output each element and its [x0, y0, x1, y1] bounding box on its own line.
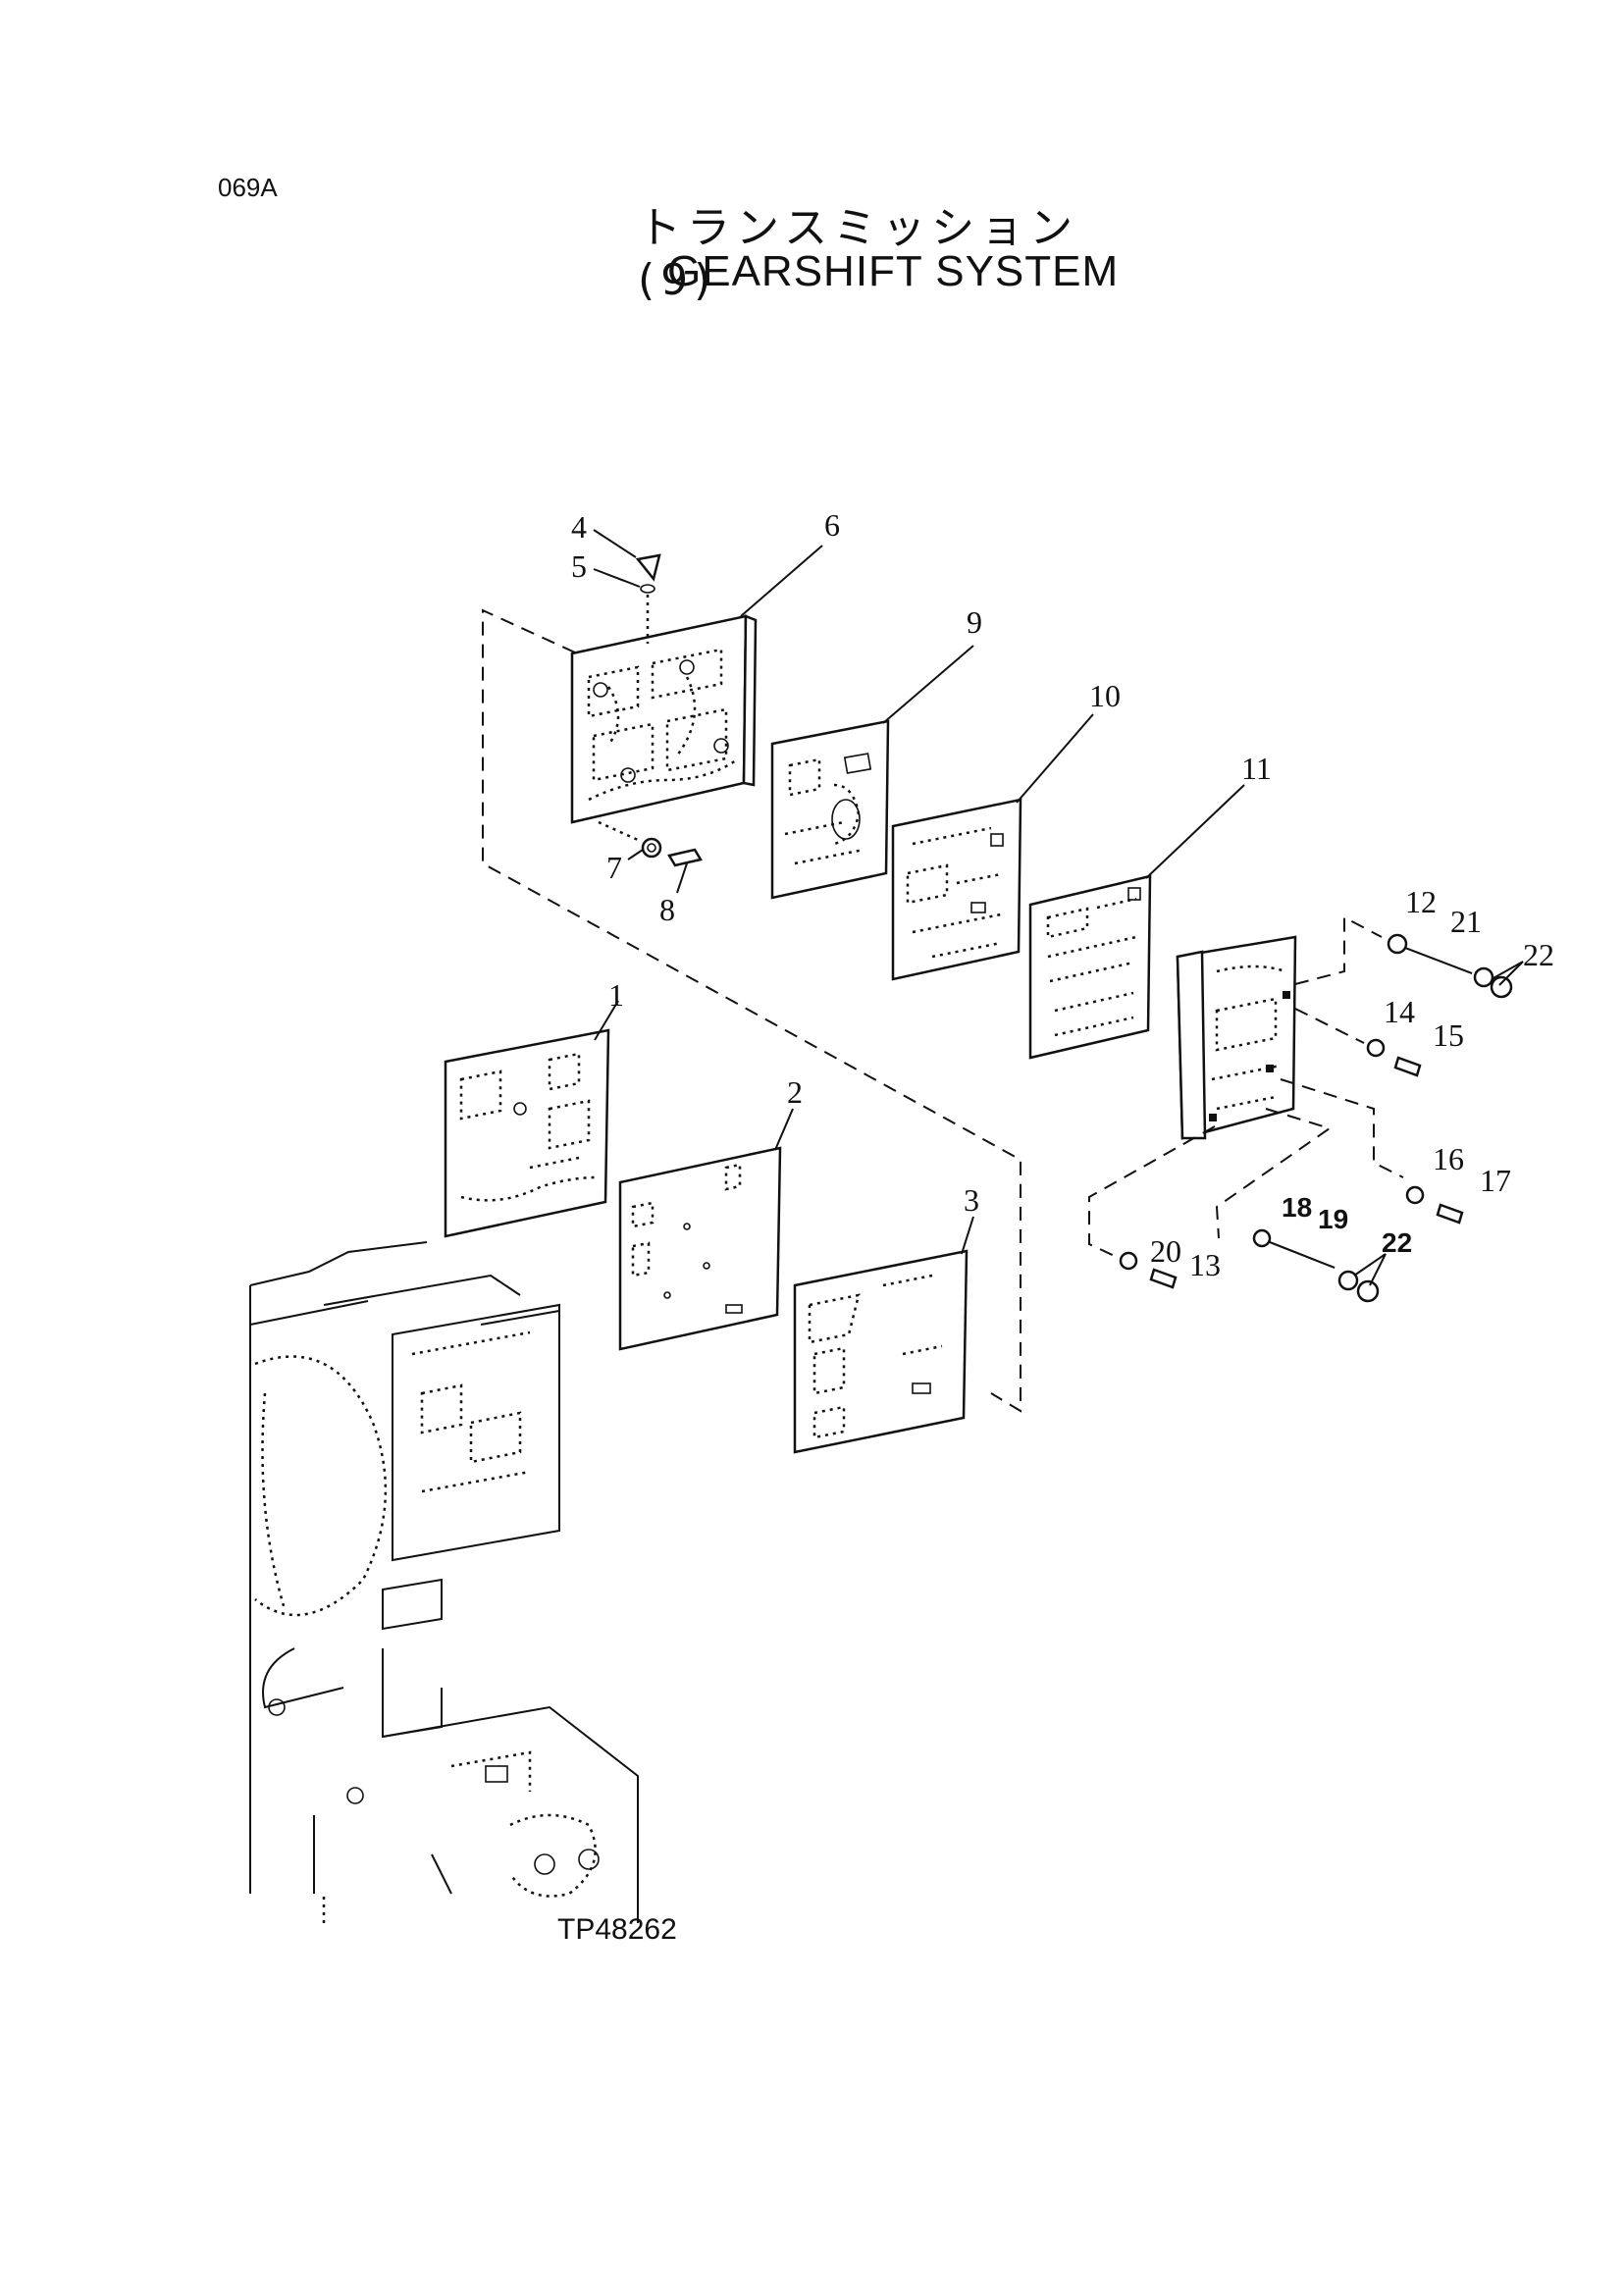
- leader-lines: [593, 529, 1524, 1286]
- callout-11: 11: [1241, 751, 1272, 786]
- callout-22b: 22: [1382, 1227, 1412, 1258]
- washer-part-22a: [1473, 966, 1494, 988]
- washer-part-18: [1252, 1228, 1272, 1248]
- callout-19: 19: [1318, 1204, 1348, 1234]
- callout-18: 18: [1282, 1192, 1312, 1223]
- callout-22a: 22: [1523, 937, 1554, 972]
- callout-3: 3: [964, 1182, 979, 1218]
- callout-21: 21: [1450, 904, 1482, 939]
- fasteners: [1119, 933, 1513, 1303]
- bolt-part-8: [667, 848, 703, 867]
- callout-7: 7: [606, 850, 622, 885]
- plate-part-11: [1028, 874, 1152, 1060]
- valve-body-part-6: [570, 553, 758, 867]
- callout-2: 2: [787, 1074, 803, 1110]
- title-english: GEARSHIFT SYSTEM: [667, 247, 1120, 295]
- callout-14: 14: [1384, 994, 1415, 1029]
- callout-4: 4: [571, 509, 587, 545]
- callout-16: 16: [1433, 1141, 1464, 1176]
- plate-part-3: [793, 1249, 969, 1454]
- callout-8: 8: [659, 892, 675, 927]
- washer-part-12: [1387, 933, 1408, 955]
- page-code: 069A: [218, 173, 278, 202]
- nut-part-22b: [1356, 1279, 1380, 1303]
- washer-part-20: [1119, 1251, 1138, 1271]
- callout-6: 6: [824, 507, 840, 543]
- plate-part-1: [444, 1028, 610, 1238]
- callout-12: 12: [1405, 884, 1437, 919]
- callout-1: 1: [608, 977, 624, 1013]
- plate-part-2: [618, 1146, 782, 1351]
- callout-10: 10: [1089, 678, 1121, 713]
- figure-code: TP48262: [557, 1913, 677, 1946]
- bolt-part-17: [1436, 1203, 1464, 1225]
- callout-9: 9: [967, 604, 982, 640]
- callout-15: 15: [1433, 1017, 1464, 1053]
- callout-17: 17: [1480, 1163, 1511, 1198]
- bolt-part-13: [1149, 1268, 1178, 1289]
- plate-part-9: [770, 719, 890, 900]
- callouts: 4 5 6 7 8 9 10 11 12 21 22 14 15 16 17 1…: [571, 507, 1554, 1282]
- washer-part-14: [1366, 1038, 1386, 1058]
- callout-20: 20: [1150, 1233, 1181, 1269]
- bolt-part-15: [1393, 1056, 1422, 1077]
- transmission-housing: [249, 1241, 639, 1923]
- title-japanese: トランスミッション (9): [638, 203, 1079, 305]
- callout-13: 13: [1189, 1247, 1221, 1282]
- o-ring-part-5: [640, 584, 655, 594]
- plug-part-4: [635, 553, 661, 582]
- nut-part-22a: [1490, 975, 1513, 999]
- plate-part-10: [891, 798, 1022, 981]
- washer-part-16: [1405, 1185, 1425, 1205]
- callout-5: 5: [571, 548, 587, 584]
- cover-housing: [1176, 935, 1297, 1140]
- washer-part-7: [641, 837, 662, 859]
- washer-part-22b: [1337, 1270, 1359, 1291]
- bolt-dashed-paths: [1088, 915, 1404, 1259]
- assembly-dashed-outline: [482, 608, 1022, 1413]
